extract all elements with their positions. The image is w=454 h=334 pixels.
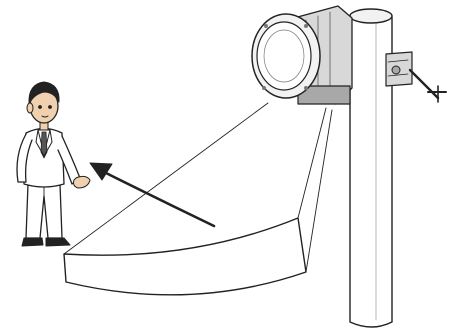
illuminated-arc-area-icon — [64, 218, 306, 295]
curved-direction-arrow-icon — [90, 163, 214, 226]
businessman-figure-icon — [17, 82, 90, 246]
pole-clamp-icon — [386, 52, 446, 102]
flood-light-icon — [252, 6, 352, 104]
